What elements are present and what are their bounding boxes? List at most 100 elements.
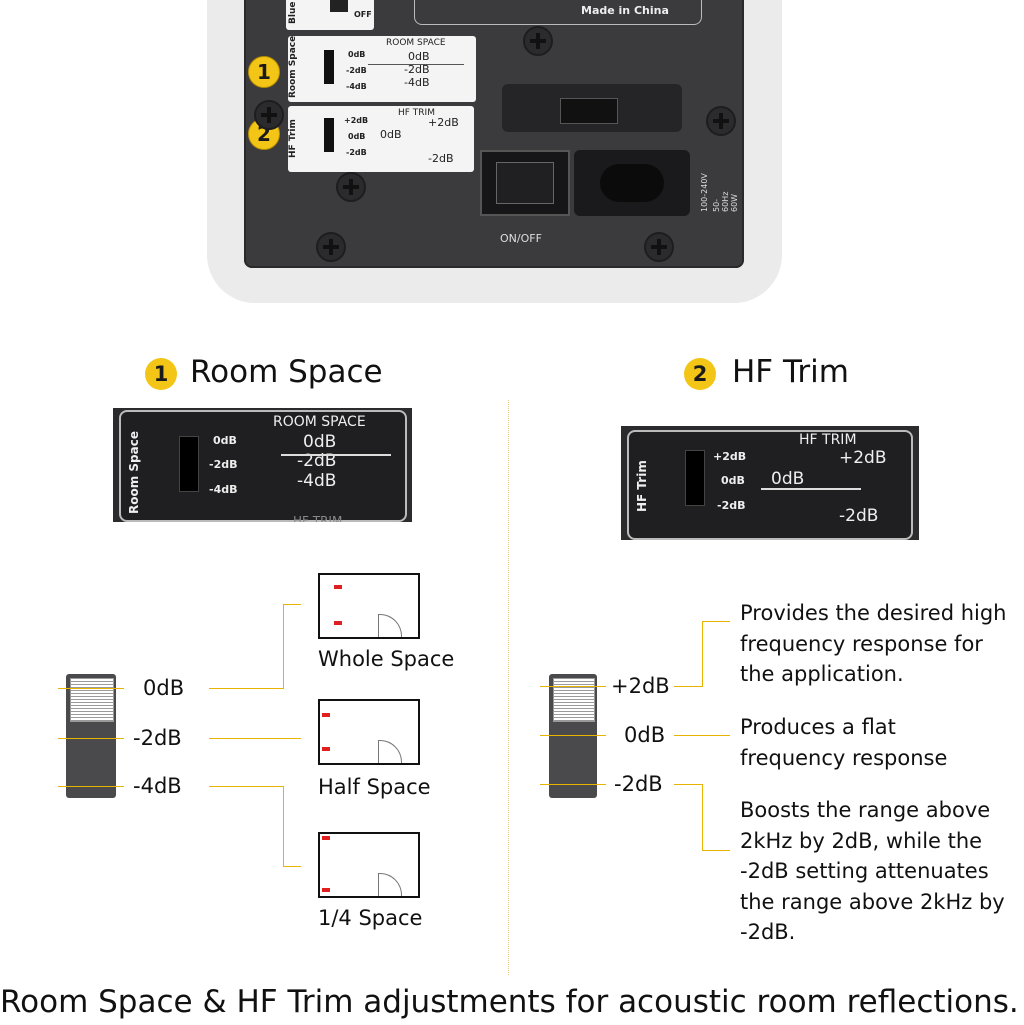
- made-in-label: Made in China: [581, 4, 669, 17]
- closeup-flat-line: [281, 454, 391, 456]
- voltage-selector[interactable]: [502, 84, 682, 132]
- voltage-switch[interactable]: [560, 98, 618, 124]
- speaker-marker: [322, 836, 330, 840]
- hf-closeup-label-bg: [627, 430, 913, 540]
- room-space-panel: Room Space 0dB -2dB -4dB ROOM SPACE 0dB …: [288, 36, 476, 102]
- hf-connector-2-v: [702, 784, 703, 850]
- hf-connector-0-h: [674, 686, 702, 687]
- closeup-level-1: -2dB: [209, 458, 238, 471]
- hf-tick-2: [540, 784, 606, 785]
- speaker-marker: [334, 621, 342, 625]
- speaker-marker: [322, 747, 330, 751]
- hf-closeup-vertical-label: HF Trim: [635, 460, 649, 512]
- speaker-marker: [334, 585, 342, 589]
- speaker-marker: [322, 888, 330, 892]
- connector-4db-h2: [283, 866, 301, 867]
- bottom-caption: Room Space & HF Trim adjustments for aco…: [0, 984, 1019, 1020]
- hf-closeup-level-2: -2dB: [717, 499, 746, 512]
- hf-trim-graph-level-1: 0dB: [380, 128, 402, 141]
- hf-trim-vertical-label: HF Trim: [288, 119, 298, 158]
- closeup-footer: HF TRIM: [293, 514, 343, 522]
- hf-closeup-level-0: +2dB: [713, 450, 747, 463]
- hf-trim-graph-level-0: +2dB: [428, 116, 459, 129]
- hf-trim-panel-closeup: HF Trim +2dB 0dB -2dB HF TRIM +2dB 0dB -…: [621, 426, 919, 540]
- connector-2db-h: [209, 738, 301, 739]
- room-space-panel-closeup: Room Space 0dB -2dB -4dB ROOM SPACE 0dB …: [113, 408, 412, 522]
- speaker-marker: [322, 713, 330, 717]
- hf-switch-label-1: 0dB: [624, 723, 666, 747]
- hf-closeup-header: HF TRIM: [799, 432, 857, 448]
- quarter-space-label: 1/4 Space: [318, 906, 423, 930]
- door-icon: [378, 873, 402, 896]
- screw-right: [706, 106, 736, 136]
- room-space-tick-0: [58, 688, 124, 689]
- rear-panel: Blue OFF Made in China Room Space 0dB -2…: [244, 0, 744, 268]
- connector-0db-v: [283, 604, 284, 689]
- room-space-vertical-label: Room Space: [288, 35, 298, 98]
- room-space-tick-2: [58, 786, 124, 787]
- closeup-vertical-label: Room Space: [127, 431, 141, 514]
- hf-description-2: Boosts the range above 2kHz by 2dB, whil…: [740, 798, 1005, 944]
- hf-trim-switch[interactable]: [324, 118, 334, 152]
- room-space-switch-label-0: 0dB: [143, 676, 185, 700]
- door-icon: [378, 740, 402, 763]
- power-switch[interactable]: [480, 150, 570, 216]
- half-space-label: Half Space: [318, 775, 431, 799]
- badge-1: 1: [248, 56, 280, 88]
- connector-4db-v: [283, 786, 284, 866]
- room-space-header: ROOM SPACE: [386, 38, 446, 48]
- closeup-header: ROOM SPACE: [273, 414, 366, 430]
- off-label: OFF: [354, 10, 372, 19]
- closeup-level-2: -4dB: [209, 483, 238, 496]
- screw-bottom-right: [644, 232, 674, 262]
- blue-switch[interactable]: [330, 0, 348, 12]
- room-space-number-badge: 1: [145, 358, 177, 390]
- hf-trim-level-1: 0dB: [348, 132, 366, 141]
- connector-4db-h: [209, 786, 283, 787]
- whole-space-room: [318, 573, 420, 639]
- hf-tick-1: [540, 735, 606, 736]
- room-space-switch[interactable]: [324, 50, 334, 84]
- hf-description-0: Provides the desired high frequency resp…: [740, 601, 1007, 686]
- hf-trim-level-0: +2dB: [344, 116, 369, 125]
- hf-trim-graph-level-2: -2dB: [428, 152, 454, 165]
- hf-connector-1-h: [674, 735, 730, 736]
- room-space-graph-level-1: -2dB: [404, 63, 430, 76]
- blue-label-strip: Blue OFF: [286, 0, 374, 30]
- power-inlet: [574, 150, 690, 216]
- connector-0db-h: [209, 688, 283, 689]
- hf-trim-number-badge: 2: [684, 358, 716, 390]
- hf-connector-0-v: [702, 621, 703, 687]
- room-space-switch-label-1: -2dB: [133, 726, 182, 750]
- hf-description-1: Produces a flat frequency response: [740, 715, 948, 770]
- room-space-level-2: -4dB: [346, 82, 367, 91]
- screw-top: [523, 26, 553, 56]
- screw-bottom-left: [316, 232, 346, 262]
- blue-label: Blue: [288, 1, 298, 24]
- inlet-socket: [600, 164, 664, 202]
- hf-connector-0-h2: [702, 621, 730, 622]
- quarter-space-room: [318, 832, 420, 898]
- whole-space-label: Whole Space: [318, 647, 455, 671]
- hf-trim-level-2: -2dB: [346, 148, 367, 157]
- closeup-graph-level-0: 0dB: [303, 432, 337, 452]
- voltage-label-2: 50-60Hz 60W: [712, 191, 739, 212]
- hf-tick-0: [540, 686, 606, 687]
- room-space-tick-1: [58, 738, 124, 739]
- hf-closeup-graph-level-2: -2dB: [839, 506, 879, 526]
- hf-switch-label-2: -2dB: [614, 772, 663, 796]
- connector-0db-h2: [283, 604, 301, 605]
- on-off-label: ON/OFF: [500, 232, 542, 245]
- power-rocker[interactable]: [496, 162, 554, 204]
- room-space-switch-knob: [70, 678, 114, 722]
- door-icon: [378, 614, 402, 637]
- room-space-level-0: 0dB: [348, 50, 366, 59]
- room-space-graph-level-0: 0dB: [408, 50, 430, 63]
- half-space-room: [318, 699, 420, 765]
- screw-left: [254, 100, 284, 130]
- closeup-level-0: 0dB: [213, 434, 237, 447]
- hf-trim-header: HF TRIM: [398, 108, 435, 118]
- hf-trim-title: HF Trim: [732, 354, 849, 390]
- hf-trim-panel: HF Trim +2dB 0dB -2dB HF TRIM +2dB 0dB -…: [288, 106, 474, 172]
- hf-closeup-graph-level-1: 0dB: [771, 469, 805, 489]
